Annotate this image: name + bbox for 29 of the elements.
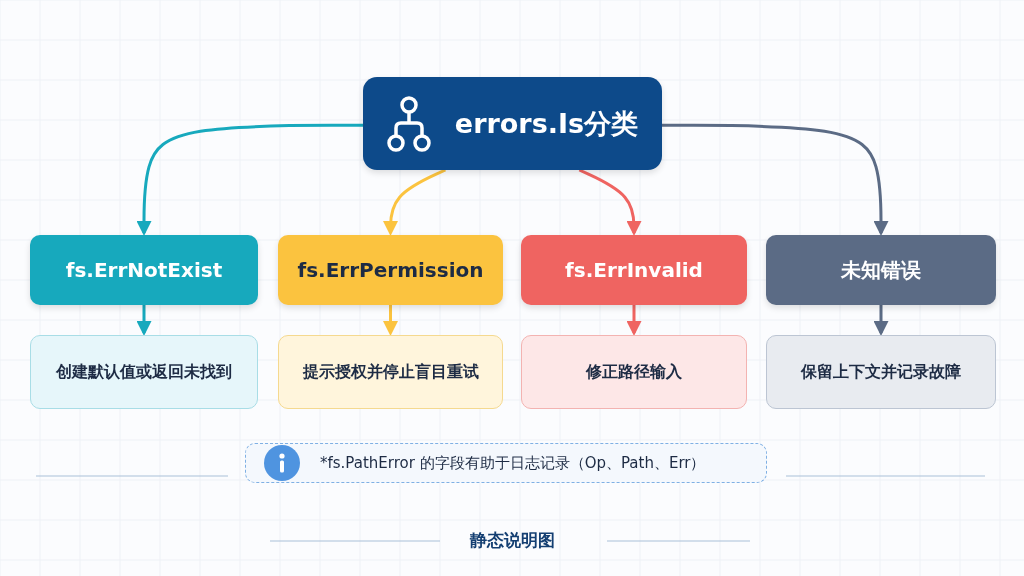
action-text: 修正路径输入 <box>586 361 682 383</box>
arrow <box>383 305 398 336</box>
action-text: 提示授权并停止盲目重试 <box>302 361 479 383</box>
category-header <box>363 77 662 170</box>
error-type-label: fs.ErrInvalid <box>565 258 703 282</box>
error-type-box <box>766 235 996 305</box>
note-box <box>245 443 767 483</box>
arrow <box>662 123 889 236</box>
action-text: 保留上下文并记录故障 <box>801 361 961 383</box>
arrow <box>136 305 152 336</box>
action-box <box>766 335 996 409</box>
error-type-label: 未知错误 <box>841 256 921 284</box>
error-type-box <box>278 235 503 305</box>
arrow <box>577 168 642 236</box>
arrow <box>626 305 642 336</box>
error-type-label: fs.ErrPermission <box>297 258 484 282</box>
action-box <box>521 335 747 409</box>
action-box <box>278 335 503 409</box>
arrow <box>873 305 889 336</box>
error-type-box <box>30 235 258 305</box>
caption-text: 静态说明图 <box>468 530 556 550</box>
arrow <box>383 168 447 236</box>
error-type-label: fs.ErrNotExist <box>65 258 223 282</box>
action-text: 创建默认值或返回未找到 <box>56 361 232 383</box>
action-box <box>30 335 258 409</box>
note-text: *fs.PathError 的字段有助于日志记录（Op、Path、Err） <box>320 453 706 473</box>
header-title: errors.Is分类 <box>454 106 639 141</box>
arrow <box>136 123 363 236</box>
error-type-box <box>521 235 747 305</box>
